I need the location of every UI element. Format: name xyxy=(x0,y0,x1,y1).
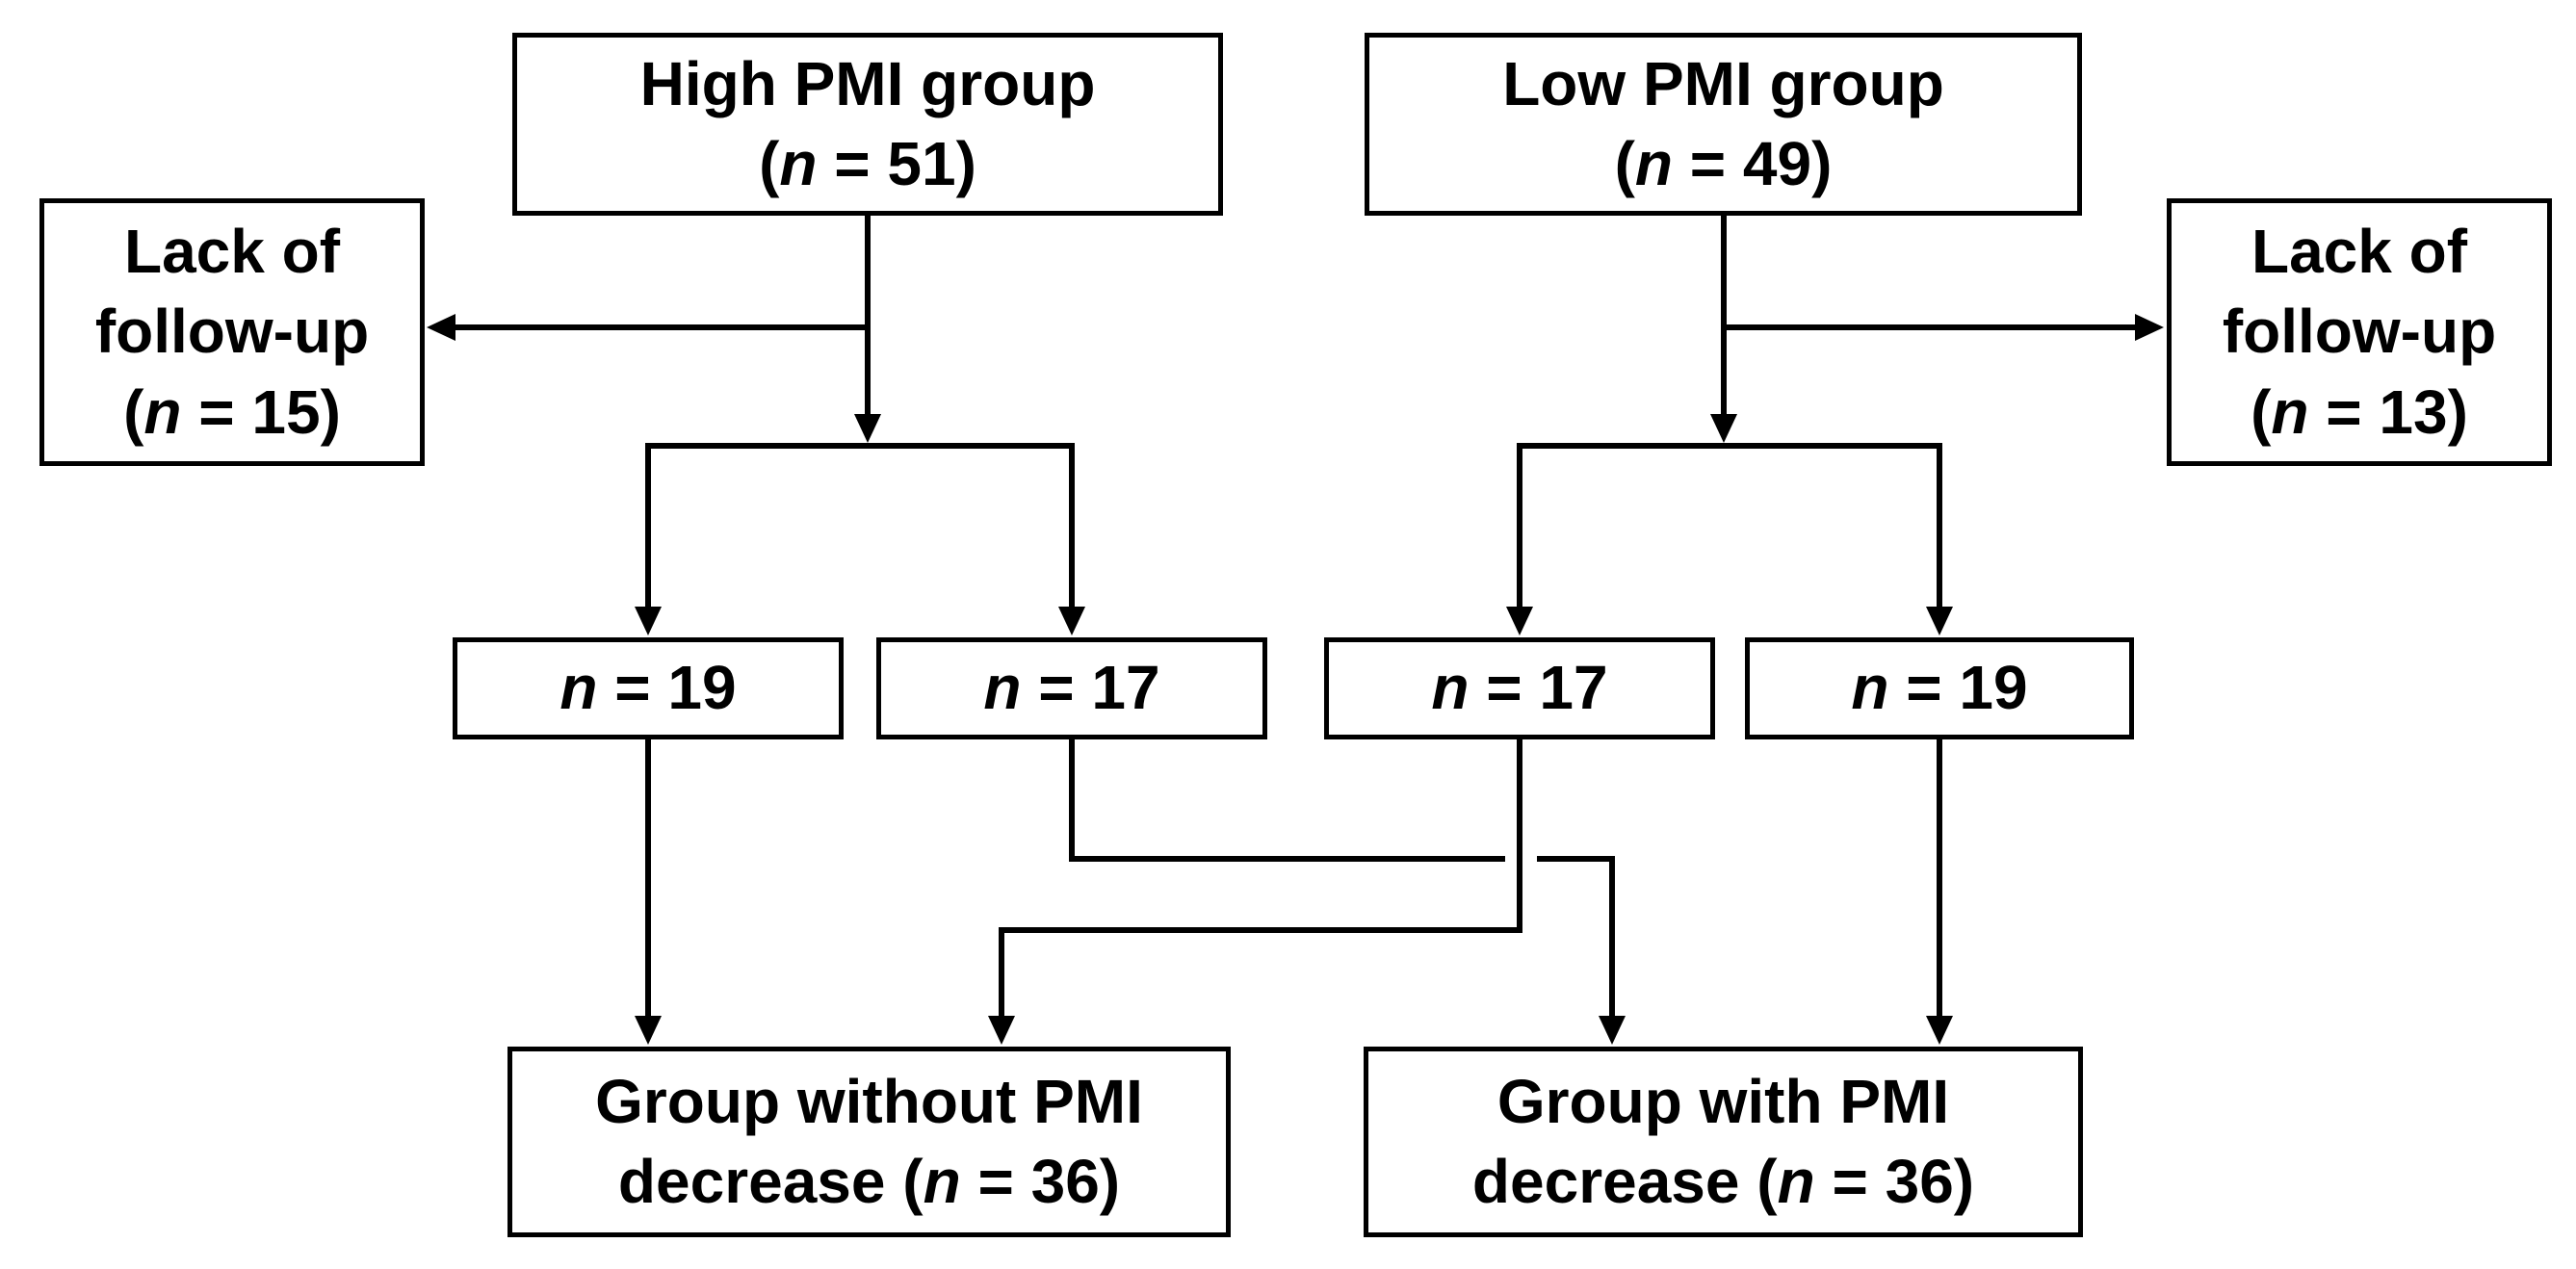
connector-low-pmi-descender xyxy=(1710,216,1737,443)
box-lack-left-line2: follow-up xyxy=(94,297,370,367)
arrowhead-right-icon xyxy=(2135,314,2164,341)
box-with-line1: Group with PMI xyxy=(1496,1066,1950,1136)
arrowhead-down-icon xyxy=(1926,607,1953,635)
box-without-line2: decrease (n = 36) xyxy=(617,1147,1121,1216)
box-group-with-pmi-decrease: Group with PMI decrease (n = 36) xyxy=(1364,1047,2083,1237)
arrowhead-down-icon xyxy=(988,1016,1015,1045)
box-high-pmi-title: High PMI group xyxy=(639,48,1096,118)
connector-high-n19-to-without xyxy=(635,739,662,1045)
connector-high-n17-to-with xyxy=(1069,739,1626,1045)
arrowhead-down-icon xyxy=(1506,607,1533,635)
connector-high-pmi-to-lack-left xyxy=(427,314,868,341)
connector-low-n17-to-without xyxy=(988,739,1522,1045)
arrowhead-down-icon xyxy=(1710,414,1737,443)
box-lack-right-line1: Lack of xyxy=(2251,217,2468,287)
arrowhead-down-icon xyxy=(854,414,881,443)
box-high-n17-count: n = 17 xyxy=(983,653,1160,723)
arrowhead-down-icon xyxy=(635,1016,662,1045)
connector-low-n19-to-with xyxy=(1926,739,1953,1045)
box-group-without-pmi-decrease: Group without PMI decrease (n = 36) xyxy=(507,1047,1231,1237)
box-lack-of-follow-up-right: Lack of follow-up (n = 13) xyxy=(2167,198,2552,466)
box-lack-right-count: (n = 13) xyxy=(2251,376,2468,447)
box-without-line1: Group without PMI xyxy=(595,1066,1143,1136)
box-high-n19: n = 19 xyxy=(453,637,844,739)
box-high-n17: n = 17 xyxy=(876,637,1267,739)
box-low-pmi-group: Low PMI group (n = 49) xyxy=(1365,33,2082,216)
box-low-n17-count: n = 17 xyxy=(1431,653,1608,723)
box-low-n19: n = 19 xyxy=(1745,637,2134,739)
arrowhead-down-icon xyxy=(1058,607,1085,635)
arrowhead-down-icon xyxy=(1599,1016,1626,1045)
box-low-n19-count: n = 19 xyxy=(1851,653,2028,723)
box-low-pmi-title: Low PMI group xyxy=(1502,48,1944,118)
arrowhead-left-icon xyxy=(427,314,455,341)
connector-low-pmi-split-bar xyxy=(1506,443,1953,635)
box-high-pmi-group: High PMI group (n = 51) xyxy=(512,33,1223,216)
box-lack-left-line1: Lack of xyxy=(123,217,341,287)
connector-high-pmi-split-bar xyxy=(635,443,1085,635)
box-low-pmi-count: (n = 49) xyxy=(1614,129,1833,198)
connector-low-pmi-to-lack-right xyxy=(1724,314,2164,341)
box-lack-left-count: (n = 15) xyxy=(123,376,341,447)
box-lack-of-follow-up-left: Lack of follow-up (n = 15) xyxy=(39,198,425,466)
connector-high-pmi-descender xyxy=(854,216,881,443)
box-with-line2: decrease (n = 36) xyxy=(1471,1147,1975,1216)
box-high-n19-count: n = 19 xyxy=(559,653,737,723)
arrowhead-down-icon xyxy=(1926,1016,1953,1045)
box-high-pmi-count: (n = 51) xyxy=(759,129,976,198)
arrowhead-down-icon xyxy=(635,607,662,635)
box-low-n17: n = 17 xyxy=(1324,637,1715,739)
box-lack-right-line2: follow-up xyxy=(2222,297,2497,367)
